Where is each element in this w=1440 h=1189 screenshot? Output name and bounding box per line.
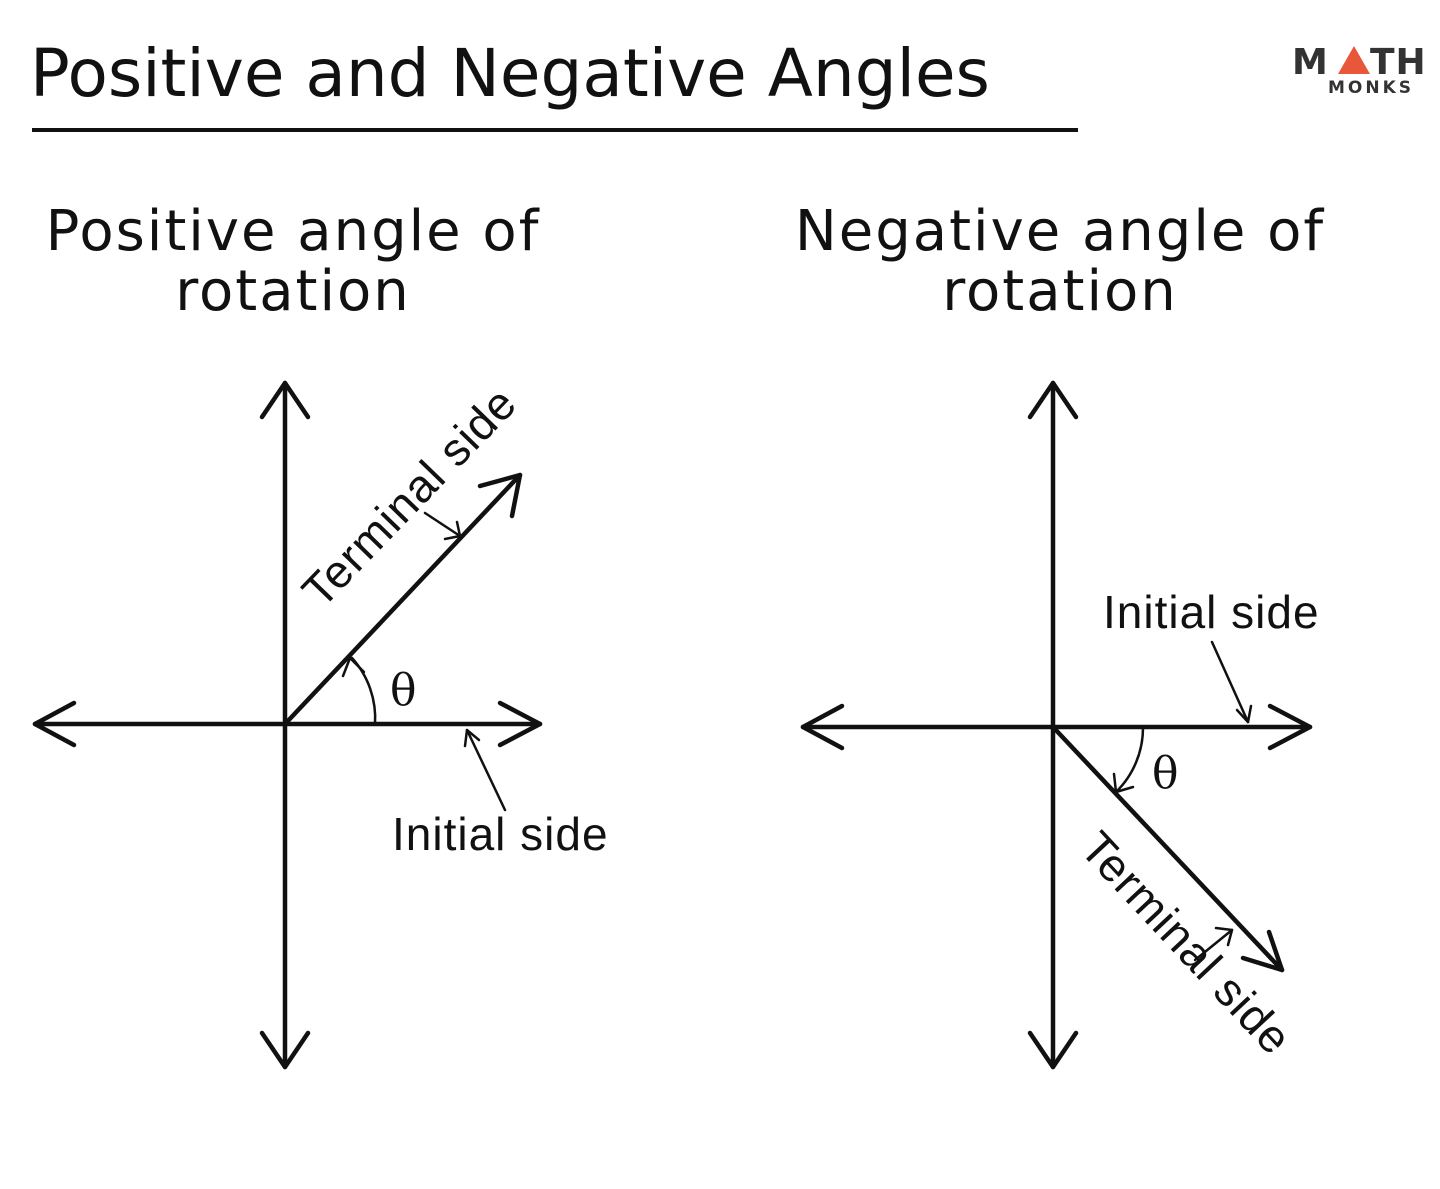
positive-angle-panel: Positive angle of rotation θ Terminal si… [32,199,609,1070]
terminal-pointer-arrow-icon [443,520,462,541]
logo-letters-th: TH [1370,42,1427,83]
terminal-pointer-line [423,511,462,538]
angle-arc [350,656,377,726]
positive-heading-line1: Positive angle of [46,199,541,264]
terminal-pointer-arrow-icon [1214,926,1234,947]
logo-triangle-icon [1338,46,1370,74]
arrow-left-icon [800,703,845,751]
logo-subtext: MONKS [1328,78,1414,98]
terminal-side-arrow-icon [477,472,523,519]
positive-heading-line2: rotation [175,259,411,324]
arrow-left-icon [32,700,77,748]
negative-angle-panel: Negative angle of rotation θ Initial sid… [795,199,1325,1070]
terminal-pointer-line [1193,928,1234,962]
initial-side-arrow-icon [497,700,543,748]
angle-arc-arrow-icon [341,656,366,678]
positive-axes [32,380,543,1070]
initial-pointer-arrow-icon [463,728,481,748]
angle-arc-arrow-icon [1112,772,1135,794]
logo-letter-m: M [1292,42,1329,83]
arrow-up-icon [1027,380,1079,420]
arrow-up-icon [259,380,311,420]
initial-pointer-arrow-icon [1235,704,1253,724]
negative-theta-label: θ [1152,748,1179,799]
initial-pointer-line [1210,640,1250,724]
arrow-down-icon [1027,1030,1079,1070]
angle-arc [1114,725,1145,794]
negative-heading-line1: Negative angle of [795,199,1325,264]
negative-terminal-label: Terminal side [1071,821,1303,1064]
math-monks-logo: M TH MONKS [1292,42,1427,98]
terminal-side-arrow-icon [1240,929,1285,973]
initial-pointer-line [465,728,507,812]
page-title: Positive and Negative Angles [30,35,990,112]
positive-initial-label: Initial side [392,808,609,860]
terminal-side-ray [1050,724,1285,973]
negative-heading-line2: rotation [942,259,1178,324]
terminal-side-ray [282,472,523,727]
negative-initial-label: Initial side [1103,586,1320,638]
positive-terminal-label: Terminal side [292,377,527,617]
arrow-down-icon [259,1030,311,1070]
positive-theta-label: θ [390,665,417,716]
initial-side-arrow-icon [1267,703,1313,751]
